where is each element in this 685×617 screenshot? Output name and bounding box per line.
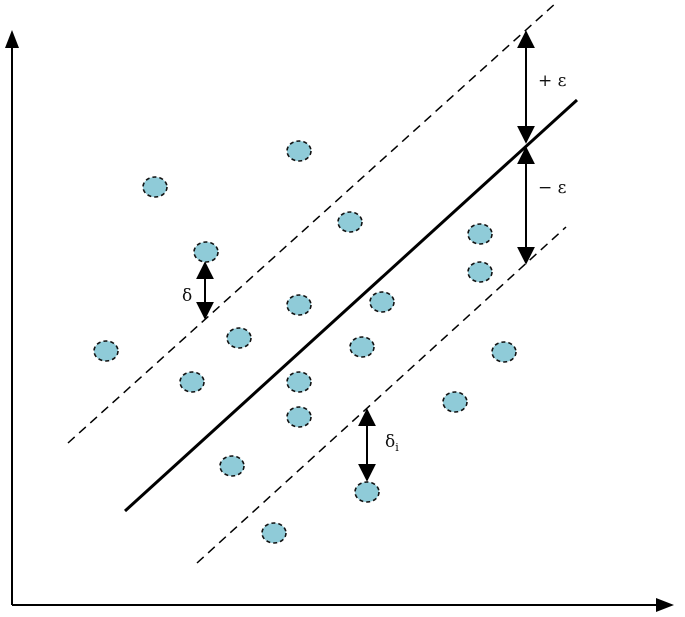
minus-epsilon-label: − ε (538, 178, 567, 198)
data-point (179, 371, 205, 393)
data-point (226, 327, 252, 349)
y-axis-arrowhead (5, 30, 19, 48)
data-point (193, 241, 219, 263)
data-points (93, 140, 517, 544)
data-point (261, 522, 287, 544)
data-point (93, 340, 119, 362)
data-point (442, 391, 468, 413)
plus-epsilon-label: + ε (538, 71, 567, 91)
data-point (467, 223, 493, 245)
data-point (219, 455, 245, 477)
data-point (142, 176, 168, 198)
data-point (286, 140, 312, 162)
data-point (491, 341, 517, 363)
data-point (369, 291, 395, 313)
upper-margin-line (67, 1, 558, 444)
data-point (286, 294, 312, 316)
delta-i-label: δi (385, 432, 399, 454)
data-point (286, 371, 312, 393)
lower-margin-line (196, 226, 567, 564)
delta-i-base: δ (385, 432, 395, 452)
data-point (354, 481, 380, 503)
data-point (286, 406, 312, 428)
data-point (349, 336, 375, 358)
data-point (467, 261, 493, 283)
regression-line (123, 98, 579, 513)
delta-label: δ (182, 286, 192, 306)
delta-i-subscript: i (395, 441, 399, 454)
x-axis-arrowhead (656, 598, 674, 612)
data-point (337, 211, 363, 233)
